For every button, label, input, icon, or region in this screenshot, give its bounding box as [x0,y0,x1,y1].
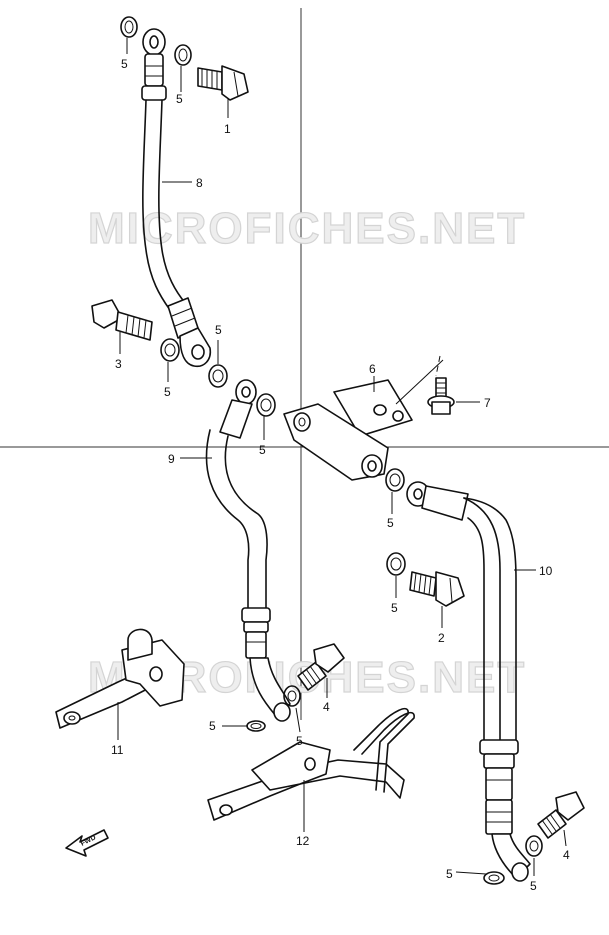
callout-12: 12 [296,834,310,848]
bracket-wire-clip [353,708,409,791]
washer-5l [483,871,505,885]
leader-lines [117,38,567,876]
washer-5k [525,835,543,857]
callout-8: 8 [196,176,203,190]
forward-direction-arrow: FWD [65,829,109,857]
bolt-7 [427,377,455,415]
hose-10-right-edge [467,517,485,741]
bolt-4a [297,643,345,691]
hose-fitting-upper [144,53,164,87]
callout-10: 10 [539,564,553,578]
washer-5d [208,364,228,388]
washer-5b [174,44,192,66]
callout-2: 2 [438,631,445,645]
hose-8-left-edge [142,99,171,311]
bolt-4b [537,791,585,839]
callout-5l: 5 [446,867,453,881]
brake-hose-8 [141,28,212,368]
washer-5c [160,338,180,362]
washer-5g [386,552,406,576]
brake-hose-9 [205,379,291,722]
brake-hose-joint-6 [283,379,413,481]
hose-collar-upper [141,85,167,101]
banjo-hole [149,35,159,49]
callout-5c: 5 [164,385,171,399]
hose-bracket-12 [207,708,415,821]
callout-5d: 5 [215,323,222,337]
callout-11: 11 [111,743,124,757]
callout-3: 3 [115,357,122,371]
watermark-text-top: MICROFICHES.NET [88,204,526,253]
watermark-group: MICROFICHES.NET MICROFICHES.NET [87,203,526,702]
callout-5k: 5 [530,879,537,893]
callout-5a: 5 [121,57,128,71]
callout-5i: 5 [209,719,216,733]
hose-10-left-edge [463,497,501,741]
brake-hose-10 [406,481,531,882]
callout-5f: 5 [387,516,394,530]
washer-5a [120,16,138,38]
union-bolt-1 [197,65,249,101]
hose-9-left-edge [205,429,250,611]
callout-5e: 5 [259,443,266,457]
washer-5j [283,685,301,707]
hose-8-right-edge [158,99,187,305]
washer-5e [256,393,276,417]
callout-9: 9 [168,452,175,466]
callout-5j: 5 [296,734,303,748]
hose-9-right-edge [224,435,268,611]
callout-4b: 4 [563,848,570,862]
callout-5b: 5 [176,92,183,106]
callout-7: 7 [484,396,491,410]
callout-5g: 5 [391,601,398,615]
washer-5f [385,468,405,492]
union-bolt-2 [409,571,465,607]
washer-5i [246,720,266,732]
union-bolt-3 [91,299,153,341]
callout-1: 1 [224,122,231,136]
callout-6: 6 [369,362,376,376]
callout-labels: 5 5 1 8 3 5 5 6 7 5 9 5 10 5 2 4 5 5 11 … [111,57,570,893]
callout-4a: 4 [323,700,330,714]
hose-clamp-11 [55,628,185,729]
